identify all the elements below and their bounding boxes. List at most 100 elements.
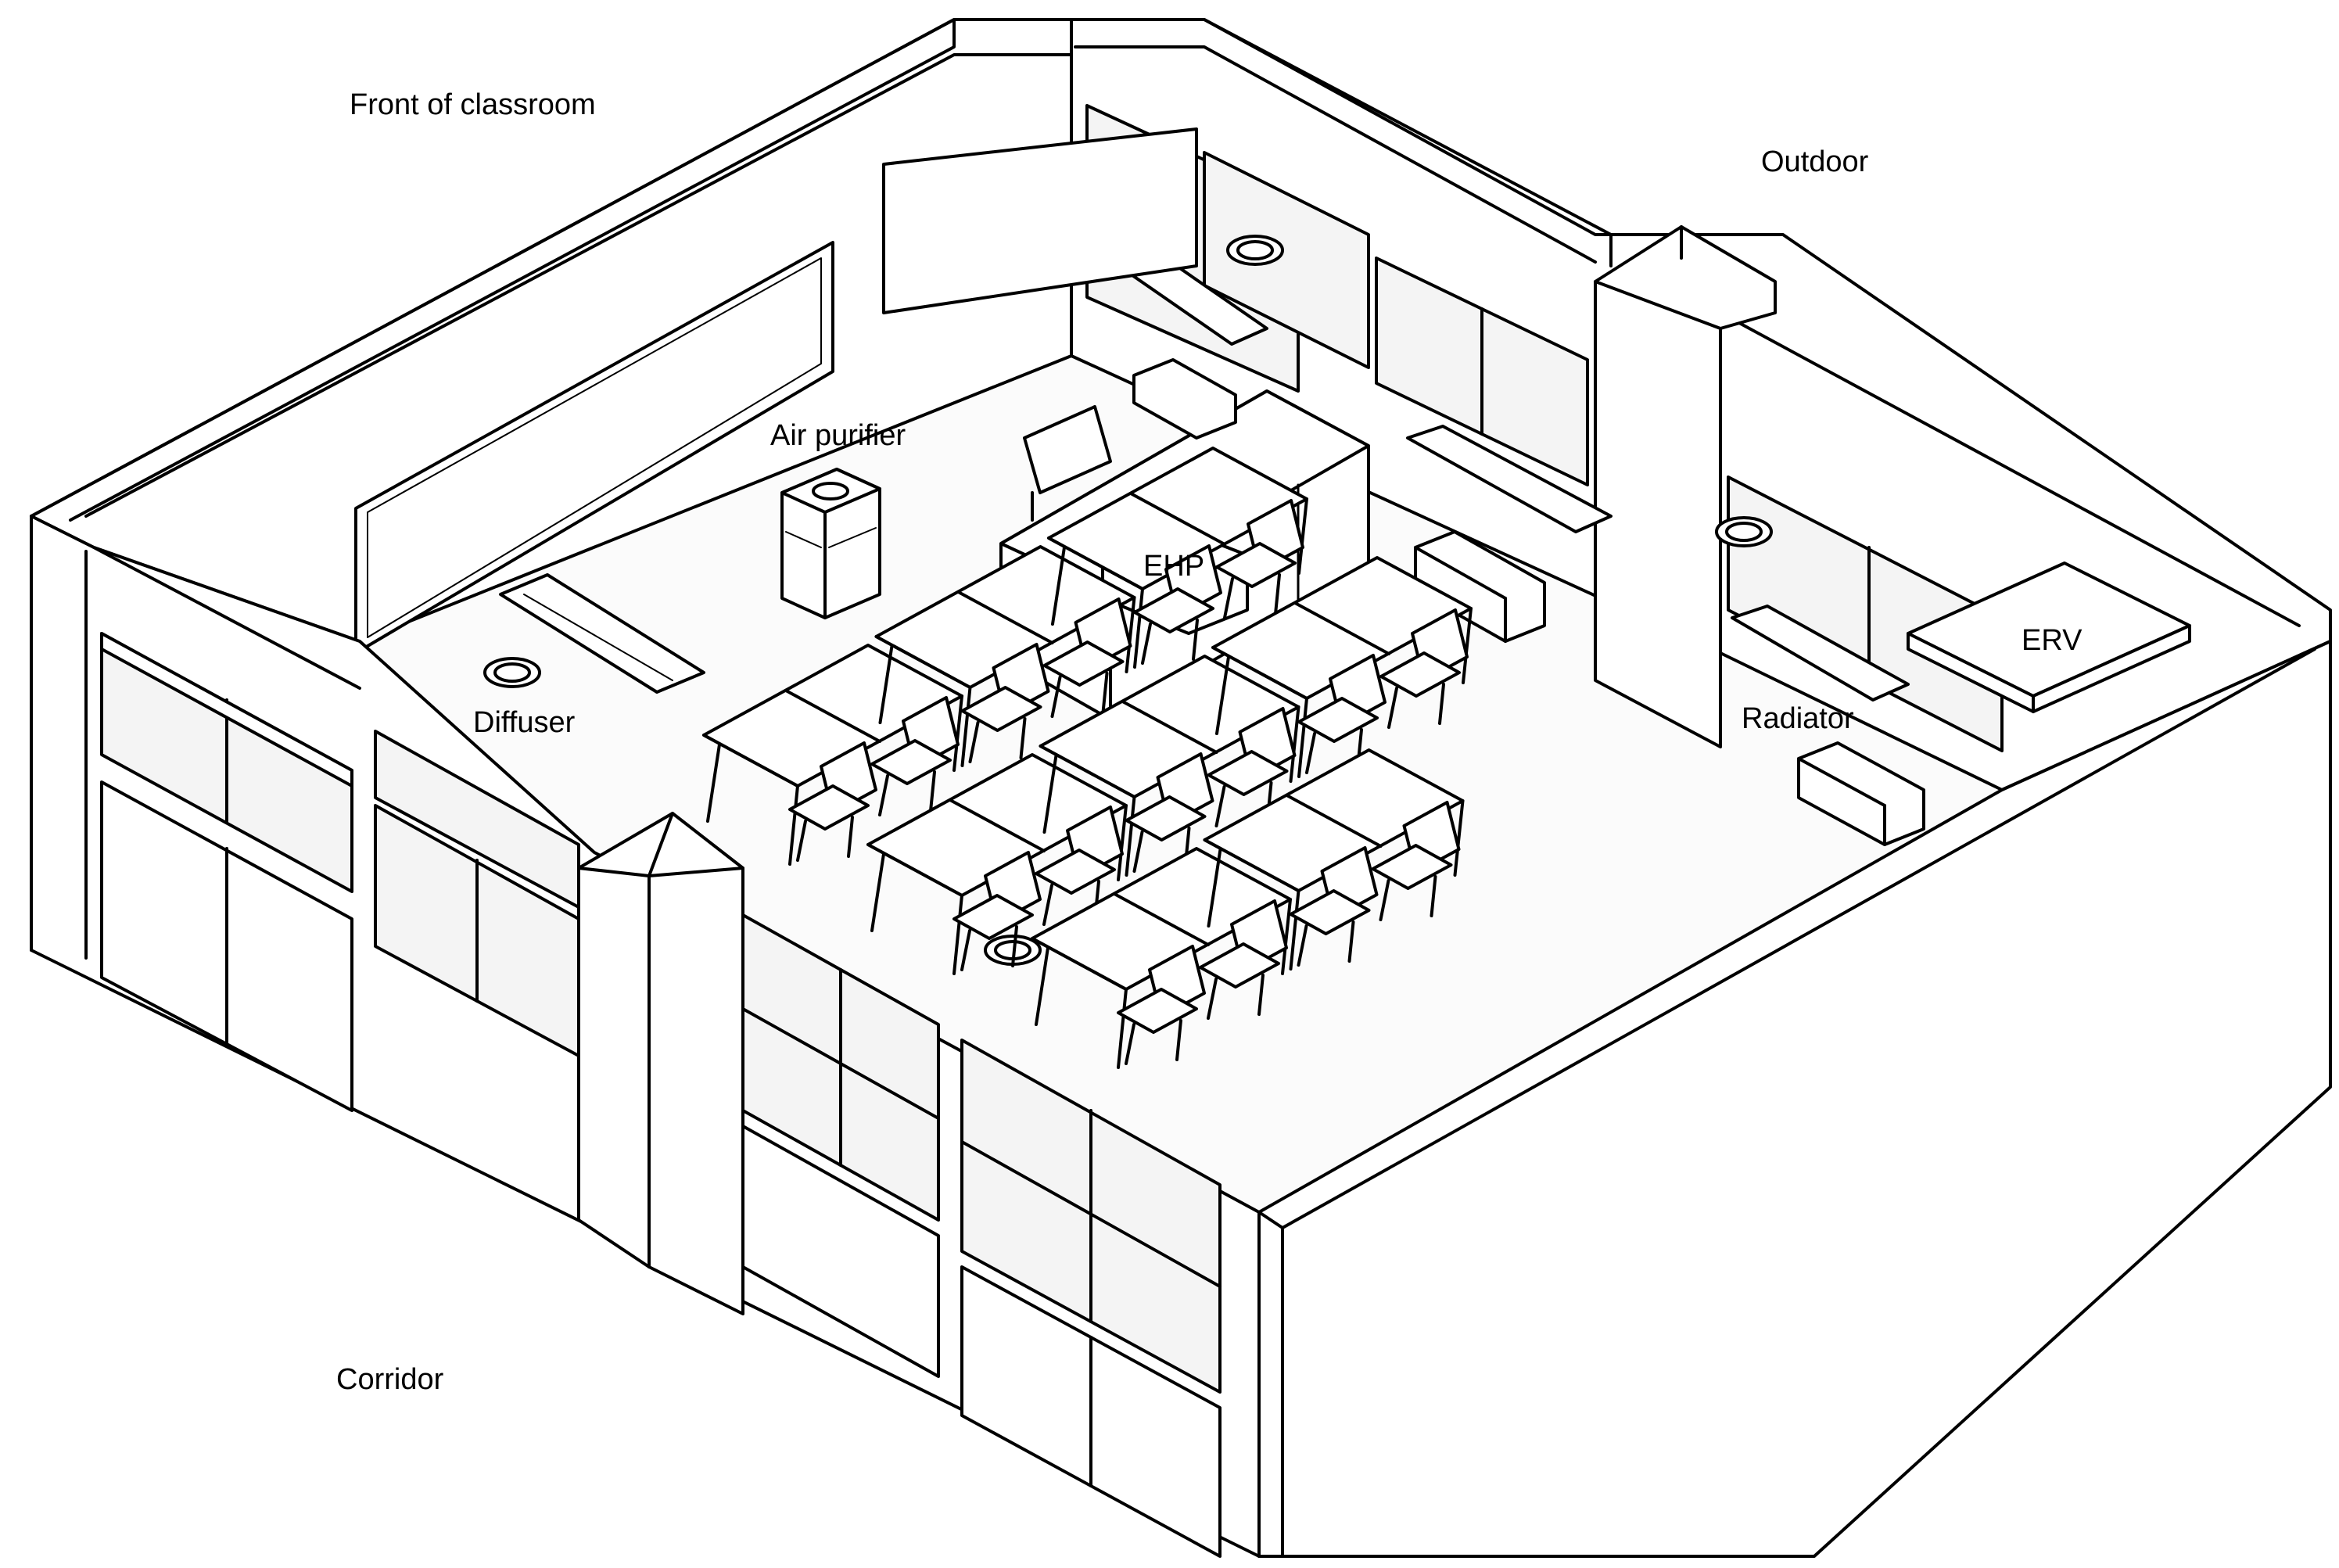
chair-seat [1379,651,1461,698]
desk-leg [870,852,885,932]
label-ehp: EHP [1143,550,1205,583]
chair-leg [878,774,889,816]
corridor-window-mid [374,730,580,1057]
desk-leg [1125,795,1136,877]
student-desk [1039,655,1300,877]
chair-leg [1141,623,1152,665]
chair-leg [1132,831,1144,873]
desk-leg [1042,754,1058,834]
chair-leg [796,820,807,862]
student-desk [1031,847,1292,1069]
corridor-window-left [100,632,353,893]
chair-leg [1042,884,1053,926]
student-desk [702,644,963,866]
desk-leg [1051,546,1066,626]
chair-leg [1257,974,1265,1016]
desk-leg [1289,889,1300,971]
desk-leg [1125,596,1136,673]
desk-leg [952,894,963,975]
air-purifier [780,468,881,619]
wall-top-edge-left [30,18,956,522]
desk-leg [878,644,894,724]
student-desk [1211,556,1473,778]
chair-seat [1133,587,1214,633]
erv-unit [1907,562,2191,713]
desk-divider [784,689,881,743]
chair-seat [960,686,1042,732]
desk-leg [788,784,799,866]
desk-divider [949,798,1046,852]
radiator-side-2 [1797,741,1925,846]
chair-leg [1125,1023,1135,1065]
round-diffuser-3 [1715,516,1773,547]
chair-leg [1438,683,1445,725]
chair-seat [1297,697,1379,743]
outdoor-column [1594,225,1777,748]
chair-seat [1199,942,1280,989]
desk-divider [1285,794,1383,848]
desk-leg [952,694,963,772]
teacher-chair [1023,405,1112,522]
corridor-door-right [741,1125,1222,1558]
label-air-purifier: Air purifier [770,419,906,452]
chair-leg [1223,577,1234,619]
chair-leg [1207,978,1218,1020]
label-erv: ERV [2022,624,2082,657]
desk-leg [1133,587,1144,669]
chair-leg [1430,875,1437,917]
desk-leg [706,743,721,823]
chair-leg [1297,924,1308,967]
chair-seat [1042,640,1125,687]
chair-seat [1125,795,1207,841]
desk-leg [1117,804,1128,881]
corridor-door-left [100,780,353,1112]
chair-leg [1274,573,1281,615]
chair-seat [952,894,1034,940]
chair-leg [1347,920,1355,963]
desk-leg [1453,799,1465,877]
desk-divider [1129,492,1226,546]
chair-seat [1207,750,1289,796]
chair-seat [1117,988,1198,1034]
desk-leg [1289,705,1300,783]
chair-leg [1192,619,1199,661]
desk-divider [1113,892,1210,946]
chair-leg [1214,785,1226,827]
desk-divider [956,590,1054,644]
round-diffuser-2 [1226,235,1284,266]
chair-seat [1035,849,1116,895]
chair-leg [1175,1019,1182,1061]
corridor-column [577,812,744,1315]
chair-seat [1289,889,1371,935]
desk-leg [960,686,972,767]
chair-leg [1011,925,1018,967]
chair-leg [1387,687,1398,729]
sill-radiator-3 [1731,605,1910,701]
chair-seat [1371,844,1453,890]
outdoor-window-right [1727,475,2004,752]
label-outdoor: Outdoor [1761,145,1869,178]
chair-seat [1215,542,1297,588]
label-front-of-classroom: Front of classroom [350,88,596,121]
student-desks [702,447,1473,1069]
round-diffuser-1 [483,657,541,688]
chair-seat [788,784,870,831]
radiator-front [1132,358,1237,440]
chair-leg [1305,732,1316,774]
desk-leg [1281,898,1292,975]
chair-seat [870,739,952,785]
label-radiator: Radiator [1742,702,1854,735]
student-desk [874,545,1136,767]
sill-radiator-2 [1406,425,1613,533]
wall-top-edge-right [1203,18,1613,267]
desk-leg [1297,497,1308,575]
desk-leg [1207,848,1222,928]
desk-leg [1297,697,1308,778]
desk-leg [1215,655,1230,735]
whiteboard [354,241,834,655]
label-corridor: Corridor [336,1363,444,1396]
chair-leg [960,929,971,971]
desk-divider [1121,700,1218,754]
